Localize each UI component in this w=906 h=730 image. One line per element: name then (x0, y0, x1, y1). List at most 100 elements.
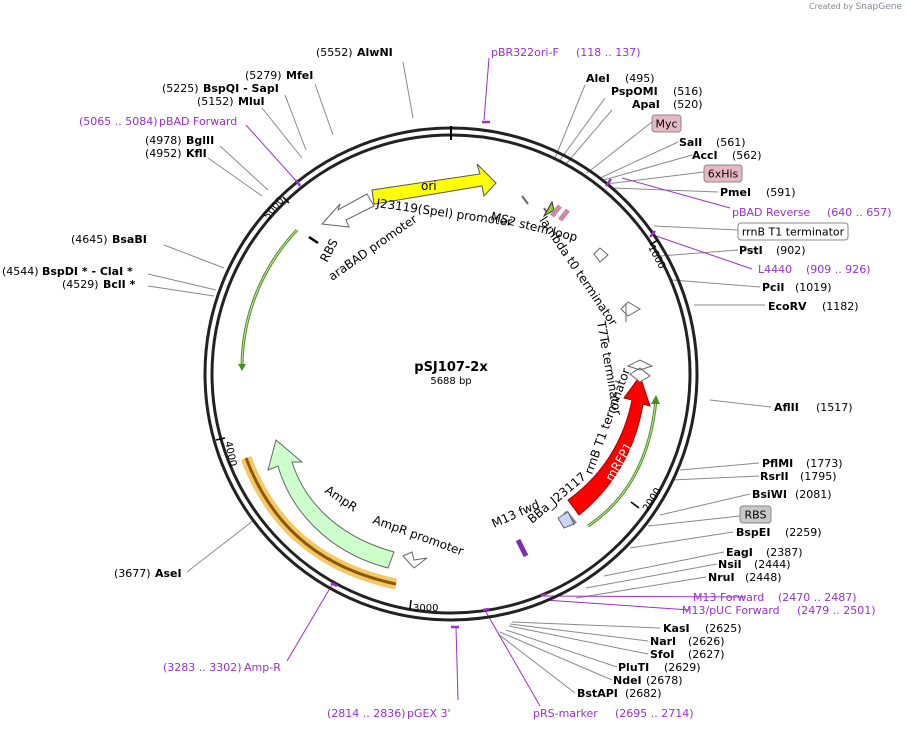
site-position: (5225) (162, 82, 199, 95)
orf-right-arrowhead (651, 395, 660, 404)
site-bcli[interactable]: (4529) BclI * (62, 278, 136, 291)
primer-prs-marker[interactable]: pRS-marker (2695 .. 2714) (533, 707, 694, 720)
site-name: AleI (586, 72, 610, 85)
site-position: (4529) (62, 278, 99, 291)
rbs-feature-label: RBS (317, 237, 341, 265)
site-position: (1182) (822, 300, 859, 313)
site-ecorv[interactable]: EcoRV (1182) (768, 300, 859, 313)
position-ticks (215, 196, 659, 610)
site-alei[interactable]: AleI (495) (586, 72, 655, 85)
rbs-box[interactable]: RBS (739, 505, 772, 524)
site-eagi[interactable]: EagI (2387) (726, 546, 803, 559)
site-bglii[interactable]: (4978) BglII (145, 134, 214, 147)
site-aflii[interactable]: AflII (1517) (774, 401, 853, 414)
site-name: EagI (726, 546, 753, 559)
site-position: (2259) (785, 526, 822, 539)
site-pluti[interactable]: PluTI (2629) (618, 661, 701, 674)
site-name: RsrII (760, 470, 789, 483)
primer-marks (294, 120, 656, 629)
myc-tag-marks (550, 204, 570, 222)
site-pcii[interactable]: PciI (1019) (762, 281, 832, 294)
myc-box-label: Myc (655, 118, 677, 131)
m13-fwd-primer-mark (515, 538, 529, 558)
site-position: (1019) (795, 281, 832, 294)
site-mfei[interactable]: (5279) MfeI (245, 69, 313, 82)
site-name: AseI (155, 567, 182, 580)
site-name: MluI (238, 95, 265, 108)
site-position: (561) (716, 136, 746, 149)
site-name: AccI (692, 149, 718, 162)
primer-range: (118 .. 137) (576, 46, 641, 59)
site-kasi[interactable]: KasI (2625) (663, 622, 742, 635)
site-nsii[interactable]: NsiI (2444) (718, 558, 791, 571)
site-position: (2678) (646, 674, 683, 687)
site-nrui[interactable]: NruI (2448) (708, 571, 782, 584)
primer-amp-r[interactable]: (3283 .. 3302) Amp-R (163, 661, 281, 674)
t7te-terminator-icon (620, 301, 641, 322)
site-bspqi-sapi[interactable]: (5225) BspQI - SapI (162, 82, 279, 95)
ampr-promoter-arrow (402, 551, 428, 569)
site-position: (591) (766, 186, 796, 199)
site-bsiwi[interactable]: BsiWI (2081) (752, 488, 832, 501)
bba-promoter-mark (557, 511, 575, 529)
plasmid-length: 5688 bp (430, 376, 471, 387)
primer-name: pGEX 3' (407, 707, 451, 720)
site-position: (520) (673, 98, 703, 111)
site-position: (5552) (316, 46, 353, 59)
primer-name: pRS-marker (533, 707, 598, 720)
primer-range: (3283 .. 3302) (163, 661, 242, 674)
site-psti[interactable]: PstI (902) (739, 244, 806, 257)
site-bstapi[interactable]: BstAPI (2682) (577, 687, 662, 700)
site-name: BglII (186, 134, 214, 147)
site-rsrii[interactable]: RsrII (1795) (760, 470, 837, 483)
site-asei[interactable]: (3677) AseI (114, 567, 182, 580)
site-position: (2444) (754, 558, 791, 571)
myc-tag-box[interactable]: Myc (651, 114, 682, 133)
primer-pbad-reverse[interactable]: pBAD Reverse (640 .. 657) (732, 206, 892, 219)
primer-pgex-3[interactable]: (2814 .. 2836) pGEX 3' (327, 707, 451, 720)
site-sali[interactable]: SalI (561) (679, 136, 746, 149)
site-sfoi[interactable]: SfoI (2627) (650, 648, 725, 661)
site-acci[interactable]: AccI (562) (692, 149, 762, 162)
site-name: BstAPI (577, 687, 618, 700)
primer-pbad-forward[interactable]: (5065 .. 5084) pBAD Forward (79, 115, 237, 128)
site-pflmi[interactable]: PflMI (1773) (762, 457, 843, 470)
primer-name: Amp-R (244, 661, 281, 674)
site-mlui[interactable]: (5152) MluI (197, 95, 265, 108)
site-name: PspOMI (611, 85, 658, 98)
ampr-arrow (267, 439, 395, 569)
site-position: (4952) (145, 147, 182, 160)
site-kfli[interactable]: (4952) KflI (145, 147, 207, 160)
site-bspei[interactable]: BspEI (2259) (736, 526, 822, 539)
site-alwni[interactable]: (5552) AlwNI (316, 46, 393, 59)
ori-arrow (371, 163, 497, 205)
site-position: (516) (673, 85, 703, 98)
his-tag-box[interactable]: 6xHis (703, 164, 743, 183)
site-bsabi[interactable]: (4645) BsaBI (71, 233, 147, 246)
rrnb-box-label: rrnB T1 terminator (742, 226, 845, 239)
tick-3000: 3000 (413, 603, 438, 614)
site-position: (2448) (745, 571, 782, 584)
primer-name: pBAD Reverse (732, 206, 810, 219)
site-position: (2081) (795, 488, 832, 501)
primer-pbr322ori-f[interactable]: pBR322ori-F (118 .. 137) (491, 46, 641, 59)
site-position: (2625) (705, 622, 742, 635)
site-apai[interactable]: ApaI (520) (632, 98, 703, 111)
primer-m13-puc-forward[interactable]: M13/pUC Forward (2479 .. 2501) (682, 604, 876, 617)
site-pmei[interactable]: PmeI (591) (720, 186, 796, 199)
site-name: NruI (708, 571, 735, 584)
site-pspomi[interactable]: PspOMI (516) (611, 85, 703, 98)
primer-name: M13 Forward (693, 591, 764, 604)
primer-l4440[interactable]: L4440 (909 .. 926) (758, 263, 871, 276)
rrnb-t1-terminator-box[interactable]: rrnB T1 terminator (737, 222, 849, 241)
site-name: AlwNI (357, 46, 393, 59)
site-ndei[interactable]: NdeI (2678) (613, 674, 683, 687)
lambda-green-mark (542, 200, 555, 218)
primer-range: (2470 .. 2487) (778, 591, 857, 604)
site-name: KflI (186, 147, 207, 160)
tick-1000: 1000 (645, 243, 667, 271)
site-position: (2682) (625, 687, 662, 700)
primer-m13-forward[interactable]: M13 Forward (2470 .. 2487) (693, 591, 857, 604)
site-nari[interactable]: NarI (2626) (650, 635, 725, 648)
site-bspdi-clai[interactable]: (4544) BspDI * - ClaI * (2, 265, 133, 278)
